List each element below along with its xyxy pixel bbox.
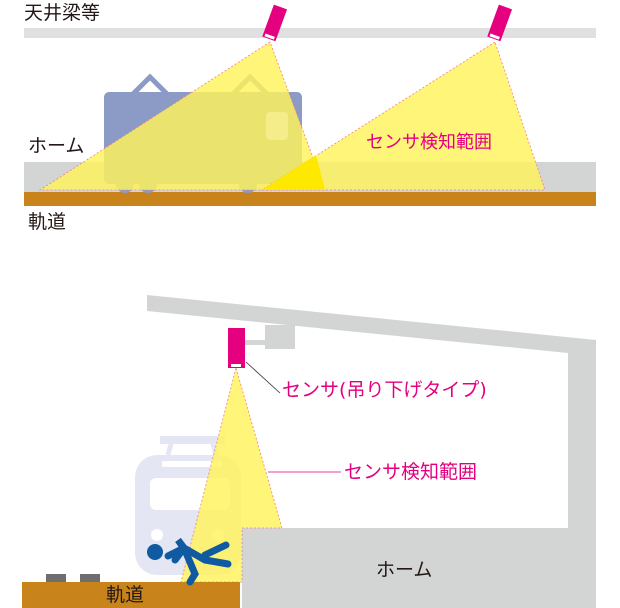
sensor-leader-line [245,361,281,394]
detection-cone-1 [38,41,326,191]
platform-block [242,528,596,608]
train-window [266,112,288,140]
track-band [24,192,596,206]
rail-1 [46,574,66,582]
detection-cone-2 [260,41,546,191]
sensor-hanging-icon [228,328,245,368]
sensor-type-label: センサ(吊り下げタイプ) [282,379,487,401]
ceiling-bracket [265,325,295,349]
fallen-person-icon [147,537,232,586]
ceiling-label: 天井梁等 [24,2,101,24]
rail-2 [80,574,100,582]
detection-area-label-top: センサ検知範囲 [366,132,492,153]
detection-cone-hanging [180,366,283,583]
sensor-1-icon [262,4,288,42]
platform-label-bottom: ホーム [376,559,433,581]
platform-label-top: ホーム [28,135,85,157]
detection-overlap [262,155,325,190]
sensor-2-icon [487,4,513,42]
track-bed [22,582,240,608]
sensor-arm [244,340,268,345]
track-label-bottom: 軌道 [106,584,145,606]
track-label-top: 軌道 [28,211,67,233]
detection-area-label-bottom: センサ検知範囲 [344,461,478,483]
ceiling-beam [24,28,596,38]
